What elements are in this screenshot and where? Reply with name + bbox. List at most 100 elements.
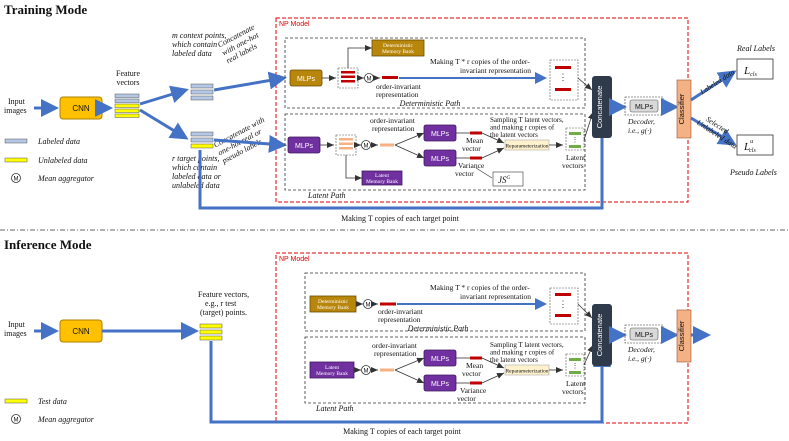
decoder-label: Decoder,i.e., g(·) — [627, 117, 655, 135]
inf-mean-mlps-label: MLPs — [431, 356, 449, 363]
inf-deterministic-path-label: Deterministic Path — [407, 324, 469, 333]
inf-concatenate-label: Concatenate — [595, 314, 604, 357]
legend-mean-label: Mean aggregator — [37, 174, 95, 183]
sampling-label: Sampling T latent vectors,and making r c… — [490, 116, 564, 139]
svg-text:⋮: ⋮ — [559, 72, 568, 82]
np-model-box — [275, 17, 689, 203]
mean-vector-bar — [470, 131, 482, 135]
selected-unlabeled-label: SelectedUnlabeled data — [695, 111, 743, 151]
real-labels-label: Real Labels — [736, 44, 775, 53]
reparam-label: Reparameterization — [505, 144, 548, 150]
inf-det-order-invariant-rep — [380, 302, 396, 306]
arrow-lat-rep-var — [394, 144, 425, 159]
legend-mean-symbol-text: M — [14, 177, 19, 183]
inf-deterministic-path-box — [304, 272, 586, 332]
inf-latent-path-label: Latent Path — [315, 404, 354, 413]
inf-arrow-rep-mean — [394, 357, 425, 371]
inf-test-vector-stack — [199, 323, 223, 341]
inf-decoder-label: Decoder,i.e., g(·) — [627, 345, 655, 363]
inf-det-mean-agg-symbol: M — [366, 303, 371, 309]
inf-arrow-rep-var — [394, 369, 425, 384]
inf-mean-vector-bar — [470, 356, 482, 360]
np-model-label: NP Model — [279, 21, 310, 28]
inf-variance-vector-bar — [470, 381, 482, 385]
arrow-det-concat — [577, 77, 593, 91]
det-copies-stack: ⋮ — [549, 59, 579, 101]
svg-text:⋮: ⋮ — [572, 362, 579, 370]
variance-vector-bar — [470, 156, 482, 160]
training-heading: Training Mode — [4, 2, 87, 17]
det-vector-bundle — [337, 67, 359, 89]
supervised-loss-box — [736, 58, 774, 80]
js-divergence-box — [492, 171, 524, 187]
arrow-unlabeled-loss — [690, 116, 737, 146]
arrow-lat-rep-mean — [394, 132, 425, 146]
arrow-feature-target — [139, 108, 189, 140]
classifier-label: Classifier — [677, 93, 686, 124]
inf-legend-mean-symbol-text: M — [14, 418, 19, 424]
latent-vector-bundle — [335, 134, 357, 156]
inf-decoder-mlps-block — [629, 327, 659, 341]
feature-vector-stack — [114, 93, 140, 118]
arrow-var-reparam — [481, 147, 505, 159]
inf-reparam-label: Reparameterization — [505, 369, 548, 375]
legend-labeled-swatch — [4, 138, 28, 144]
det-mean-agg-symbol: M — [367, 77, 372, 83]
inference-heading: Inference Mode — [4, 237, 92, 252]
inf-arrow-var-reparam — [481, 372, 505, 384]
inf-feature-vectors-label: Feature vectors,e.g., r test(target) poi… — [198, 290, 249, 317]
js-divergence-symbol: JSG — [498, 175, 511, 185]
arrow-labeled-loss — [690, 70, 737, 102]
making-target-copies-label: Making T copies of each target point — [341, 214, 460, 223]
inf-legend-mean-symbol — [11, 414, 21, 424]
inf-legend-test-swatch — [4, 398, 28, 404]
latent-path-label: Latent Path — [307, 191, 346, 200]
concatenate-block — [592, 76, 612, 138]
legend-mean-symbol — [11, 173, 21, 183]
inf-legend-test-label: Test data — [38, 397, 67, 406]
supervised-loss: Lcls — [743, 65, 757, 78]
latent-order-invariant-rep — [380, 143, 394, 147]
arrow-context-mlps — [213, 71, 287, 92]
decoder-mlps-block — [629, 99, 659, 113]
concat-onehot-label: Concatenatewith one-hotreal labels — [216, 22, 265, 65]
inf-concatenate-block — [592, 304, 612, 366]
making-copies-label: Making T * r copies of the order-invaria… — [430, 57, 531, 75]
inf-sampling-label: Sampling T latent vectors,and making r c… — [490, 341, 564, 364]
inf-legend-mean-label: Mean aggregator — [37, 415, 95, 424]
inf-cnn-label: CNN — [72, 327, 90, 336]
det-mlps-label: MLPs — [297, 76, 315, 83]
latent-mean-agg-symbol: M — [364, 144, 369, 150]
inf-making-target-copies-label: Making T copies of each target point — [343, 427, 462, 436]
context-vector-stack — [190, 83, 214, 101]
inf-arrow-target-copies — [209, 341, 611, 424]
inf-variance-mlps-label: MLPs — [431, 381, 449, 388]
js-connector — [475, 167, 493, 179]
mean-mlps-label: MLPs — [431, 131, 449, 138]
svg-text:⋮: ⋮ — [572, 136, 579, 144]
inf-arrow-latent-concat — [583, 344, 594, 366]
latent-path-box — [284, 113, 586, 191]
cnn-label: CNN — [72, 104, 90, 113]
variance-mlps-label: MLPs — [431, 156, 449, 163]
inf-latent-path-box — [304, 336, 586, 404]
inf-classifier-label: Classifier — [677, 320, 686, 351]
